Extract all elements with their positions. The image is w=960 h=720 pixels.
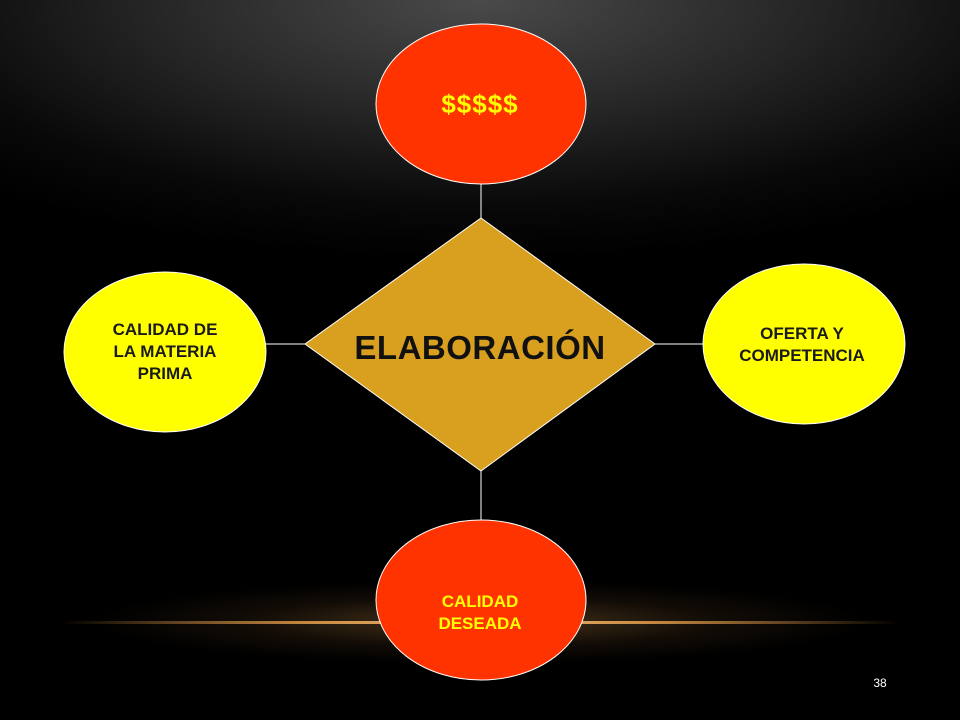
left-node-shape (63, 271, 267, 433)
left-node-label: CALIDAD DE LA MATERIA PRIMA (112, 319, 218, 384)
right-node-shape (702, 263, 906, 425)
top-node-label: $$$$$ (441, 89, 519, 120)
top-node-shape (375, 23, 587, 185)
bottom-node-label: CALIDAD DESEADA (438, 591, 522, 633)
bottom-node-shape (375, 519, 587, 681)
page-number: 38 (873, 676, 887, 690)
center-node-label: ELABORACIÓN (354, 328, 606, 366)
center-node-shape (304, 217, 656, 472)
right-node-label: OFERTA Y COMPETENCIA (739, 323, 865, 365)
